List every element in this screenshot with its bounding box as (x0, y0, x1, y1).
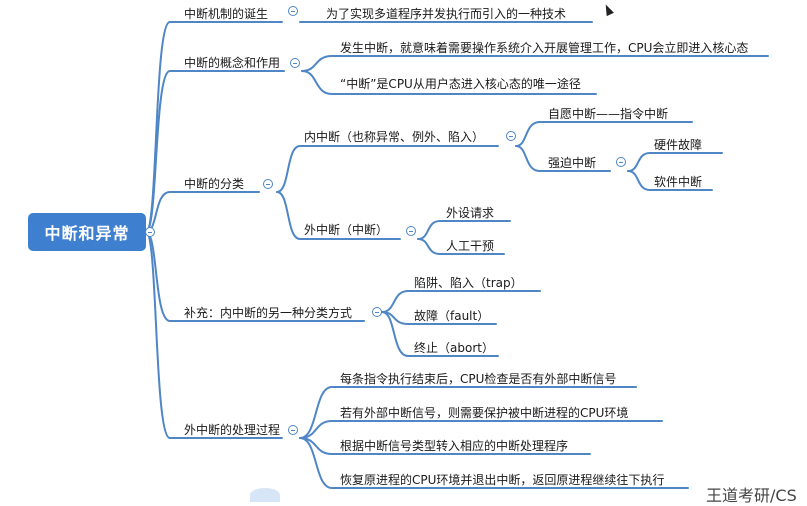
branch-interrupt-concept[interactable]: 中断的概念和作用 (184, 56, 281, 70)
leaf-voluntary-interrupt[interactable]: 自愿中断——指令中断 (548, 107, 669, 121)
node-external-interrupt[interactable]: 外中断（中断） (304, 223, 389, 237)
collapse-toggle-branch-2[interactable] (263, 179, 273, 189)
edge-b1-c0 (301, 55, 769, 72)
edge-root-b4 (145, 231, 283, 439)
leaf-process-step-4[interactable]: 恢复原进程的CPU环境并退出中断，返回原进程继续往下执行 (340, 473, 665, 487)
edge-b1-c1 (301, 70, 597, 95)
edge-b4-c3 (299, 437, 689, 489)
node-internal-interrupt[interactable]: 内中断（也称异常、例外、陷入） (304, 130, 485, 144)
edge-forced-c0 (627, 152, 723, 172)
branch-interrupt-classification[interactable]: 中断的分类 (184, 177, 245, 191)
collapse-toggle-branch-4[interactable] (288, 425, 298, 435)
collapse-toggle-internal[interactable] (506, 131, 516, 141)
edge-b3-c0 (381, 290, 541, 313)
leaf-process-step-3[interactable]: 根据中断信号类型转入相应的中断处理程序 (340, 439, 569, 453)
edge-out-c1 (417, 238, 505, 255)
leaf-software-interrupt[interactable]: 软件中断 (654, 175, 703, 189)
watermark: 王道考研/CS (706, 486, 797, 505)
edge-b4-c1 (299, 420, 663, 439)
collapse-toggle-root[interactable] (145, 227, 155, 237)
edge-forced-c1 (627, 170, 713, 191)
edge-b2-c1 (276, 191, 401, 240)
leaf-trap[interactable]: 陷阱、陷入（trap） (414, 276, 523, 290)
node-forced-interrupt[interactable]: 强迫中断 (548, 156, 597, 170)
edge-b4-c0 (299, 386, 637, 439)
edge-b3-c2 (381, 311, 499, 357)
edge-out-c0 (417, 220, 511, 240)
leaf-process-step-1[interactable]: 每条指令执行结束后，CPU检查是否有外部中断信号 (340, 372, 617, 386)
leaf-concept-desc-2[interactable]: “中断”是CPU从用户态进入核心态的唯一途径 (340, 77, 581, 91)
collapse-toggle-branch-1[interactable] (290, 58, 300, 68)
decorative-blob (250, 488, 280, 502)
leaf-hardware-fault[interactable]: 硬件故障 (654, 138, 703, 152)
edge-in-c1 (515, 145, 611, 172)
branch-supplement-classification[interactable]: 补充：内中断的另一种分类方式 (184, 306, 353, 320)
collapse-toggle-branch-3[interactable] (372, 307, 382, 317)
collapse-toggle-branch-0[interactable] (288, 6, 298, 16)
leaf-origin-desc[interactable]: 为了实现多道程序并发执行而引入的一种技术 (326, 7, 567, 21)
edge-in-c0 (515, 121, 693, 147)
leaf-process-step-2[interactable]: 若有外部中断信号，则需要保护被中断进程的CPU环境 (340, 406, 629, 420)
edge-root-b2 (145, 191, 260, 233)
leaf-concept-desc-1[interactable]: 发生中断，就意味着需要操作系统介入开展管理工作，CPU会立即进入核心态 (340, 41, 749, 55)
leaf-fault[interactable]: 故障（fault） (414, 309, 490, 323)
edge-root-b1 (145, 70, 285, 233)
edge-root-b0 (145, 21, 283, 233)
leaf-peripheral-request[interactable]: 外设请求 (446, 206, 495, 220)
root-node[interactable]: 中断和异常 (28, 213, 146, 251)
collapse-toggle-forced[interactable] (616, 157, 626, 167)
collapse-toggle-external[interactable] (406, 226, 416, 236)
branch-external-interrupt-process[interactable]: 外中断的处理过程 (184, 423, 281, 437)
branch-interrupt-origin[interactable]: 中断机制的诞生 (184, 7, 269, 21)
leaf-manual-intervention[interactable]: 人工干预 (446, 239, 495, 253)
root-label: 中断和异常 (44, 224, 130, 243)
edge-b2-c0 (276, 145, 499, 193)
leaf-abort[interactable]: 终止（abort） (414, 341, 494, 355)
